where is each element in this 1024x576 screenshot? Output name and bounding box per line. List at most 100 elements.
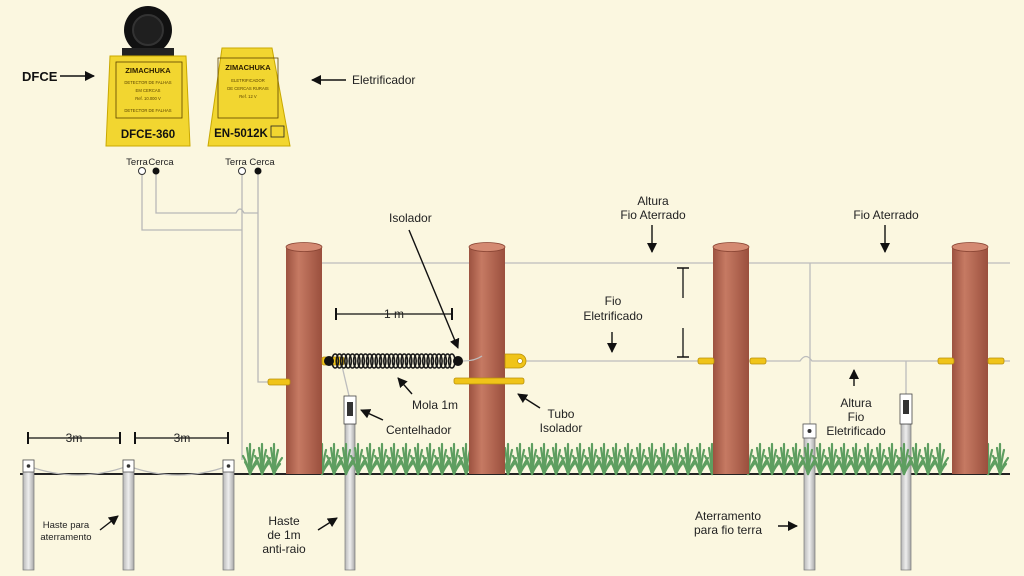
label-3m-a: 3m	[66, 431, 83, 445]
spring-coil	[395, 353, 405, 369]
label-haste-anti-raio-1: Haste	[268, 514, 300, 528]
label-1m: 1 m	[384, 307, 404, 321]
grass-tuft	[409, 442, 428, 476]
spring-coil	[417, 353, 426, 369]
electrifier-info-1: ELETRIFICADOR	[231, 78, 265, 83]
grass-tuft	[907, 442, 926, 476]
ground-rod	[122, 459, 135, 571]
grass-tuft	[859, 442, 878, 476]
spring-coil	[400, 353, 409, 369]
electrifier-model: EN-5012K	[214, 128, 268, 140]
electrifier-brand: ZIMACHUKA	[225, 63, 271, 72]
label-haste-anti-raio-3: anti-raio	[262, 542, 306, 556]
label-altura-eletrificado-1: Altura	[840, 396, 872, 410]
tubo-arrow	[517, 393, 541, 409]
electrifier-terminal-cerca: Cerca	[249, 157, 275, 168]
insulators	[267, 353, 1005, 386]
spring-coil	[413, 353, 422, 369]
spring-coil	[378, 353, 387, 369]
terminal-terra-dot	[238, 167, 246, 175]
terminal-cerca-dot	[254, 167, 262, 175]
grass-tuft	[847, 442, 866, 476]
grass-tuft	[895, 442, 914, 476]
grass-tuft	[883, 442, 902, 476]
label-aterramento-1: Aterramento	[695, 509, 761, 523]
grass-tuft	[931, 442, 950, 476]
label-altura-eletrificado-2: Fio	[848, 410, 865, 424]
haste-aterramento-arrow	[99, 515, 119, 531]
grass-tuft	[655, 442, 674, 476]
device-wiring	[141, 172, 290, 460]
centelhador-arrow	[360, 409, 384, 421]
grass-tuft	[823, 442, 842, 476]
spring-coil	[357, 353, 366, 369]
label-aterramento-2: para fio terra	[694, 523, 762, 537]
ground-rod	[22, 459, 35, 571]
spring-coil	[391, 353, 400, 369]
grass-tuft	[547, 442, 566, 476]
spring-coil	[361, 353, 370, 369]
grass-tuft	[571, 442, 590, 476]
spring-coil	[434, 353, 443, 369]
grass-tuft	[787, 442, 806, 476]
grass-tuft	[799, 442, 818, 476]
spring-coil	[426, 353, 435, 369]
dfce-brand: ZIMACHUKA	[125, 66, 171, 75]
electrifier-info-3: Ref. 12 V	[239, 94, 257, 99]
spring	[331, 353, 456, 369]
dfce-terminal-cerca: Cerca	[148, 157, 174, 168]
spring-coil	[370, 353, 379, 369]
dfce-device: ZIMACHUKA DETECTOR DE FALHAS EM CERCAS R…	[105, 6, 191, 147]
grass-tuft	[337, 442, 356, 476]
spring-coil	[382, 353, 392, 369]
spring-coil	[387, 353, 396, 369]
grass-tuft	[265, 442, 284, 476]
spring-coil	[335, 353, 344, 369]
label-altura-aterrado-2: Fio Aterrado	[620, 208, 686, 222]
label-fio-eletrificado-2: Eletrificado	[583, 309, 643, 323]
grass-tuft	[559, 442, 578, 476]
lightning-rod	[343, 395, 357, 571]
label-tubo-2: Isolador	[540, 421, 583, 435]
fence-post	[285, 242, 323, 474]
terminal-terra-dot	[138, 167, 146, 175]
electrified-wire	[520, 355, 1010, 362]
spring-coil	[365, 353, 374, 369]
spring-coil	[339, 353, 348, 369]
spring-coil	[374, 353, 383, 369]
label-altura-eletrificado-3: Eletrificado	[826, 424, 886, 438]
label-altura-aterrado-1: Altura	[637, 194, 669, 208]
spring-end	[453, 356, 463, 366]
grass-tuft	[433, 442, 452, 476]
label-mola: Mola 1m	[412, 398, 458, 412]
label-fio-eletrificado-1: Fio	[605, 294, 622, 308]
isolador-arrow	[408, 229, 460, 349]
spring-coil	[430, 353, 439, 369]
dfce-terminal-terra: Terra	[126, 157, 148, 168]
label-haste-aterramento-1: Haste para	[43, 520, 90, 531]
grass-tuft	[991, 442, 1010, 476]
grass-tuft	[385, 442, 404, 476]
label-centelhador: Centelhador	[386, 423, 451, 437]
haste-anti-raio-arrow	[317, 517, 338, 531]
terminal-cerca-dot	[152, 167, 160, 175]
label-eletrificador: Eletrificador	[352, 73, 415, 87]
grass-tuft	[631, 442, 650, 476]
spark-gap-rod	[899, 393, 913, 571]
fence-post	[468, 242, 506, 474]
label-3m-b: 3m	[174, 431, 191, 445]
grass-tuft	[373, 442, 392, 476]
grass-tuft	[871, 442, 890, 476]
grass	[241, 442, 1010, 476]
grass-tuft	[679, 442, 698, 476]
label-fio-aterrado: Fio Aterrado	[853, 208, 919, 222]
label-haste-anti-raio-2: de 1m	[267, 528, 300, 542]
electrifier-info-2: DE CERCAS RURAIS	[227, 86, 269, 91]
spring-end	[324, 356, 334, 366]
grass-tuft	[919, 442, 938, 476]
label-tubo-1: Tubo	[548, 407, 575, 421]
spring-coil	[443, 353, 452, 369]
ground-wire-rod	[802, 423, 817, 571]
spring-coil	[408, 353, 417, 369]
electrifier-terminal-terra: Terra	[225, 157, 247, 168]
